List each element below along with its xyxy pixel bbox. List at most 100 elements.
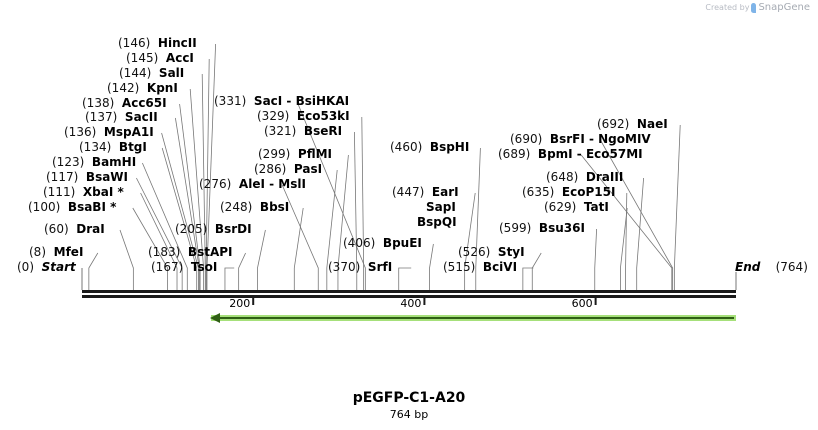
site-label[interactable]: SapI: [426, 200, 456, 214]
site-position: (248): [220, 200, 253, 214]
site-name: BstAPI: [187, 245, 233, 259]
site-name: AleI - MslI: [238, 177, 306, 191]
end-label: End (764): [735, 260, 808, 274]
map-title: pEGFP-C1-A20: [352, 390, 466, 406]
end-name: End: [735, 260, 761, 274]
start-name: Start: [41, 260, 76, 274]
site-name: BciVI: [482, 260, 518, 274]
site-position: (370): [328, 260, 361, 274]
site-position: (117): [46, 170, 79, 184]
site-position: (111): [43, 185, 76, 199]
site-label[interactable]: (515) BciVI: [443, 260, 517, 274]
site-position: (183): [148, 245, 181, 259]
map-length: 764 bp: [389, 408, 429, 421]
site-name: Eco53kI: [296, 109, 350, 123]
site-name: HincII: [157, 36, 197, 50]
site-position: (276): [199, 177, 232, 191]
site-name: BpuEI: [382, 236, 422, 250]
site-name: SrfI: [367, 260, 393, 274]
site-label[interactable]: (111) XbaI *: [43, 185, 124, 199]
scale-ticks: [252, 298, 597, 305]
site-label[interactable]: (117) BsaWI: [46, 170, 128, 184]
site-name: SapI: [426, 200, 456, 214]
site-name: SacI - BsiHKAI: [253, 94, 350, 108]
site-position: (526): [458, 245, 491, 259]
site-name: BseRI: [303, 124, 343, 138]
site-name: DraIII: [585, 170, 624, 184]
site-name: BtgI: [118, 140, 147, 154]
site-label[interactable]: (142) KpnI: [107, 81, 178, 95]
site-name: BspHI: [429, 140, 470, 154]
site-label[interactable]: (136) MspA1I: [64, 125, 154, 139]
site-label[interactable]: (134) BtgI: [79, 140, 147, 154]
site-label[interactable]: (692) NaeI: [597, 117, 668, 131]
site-position: (134): [79, 140, 112, 154]
backbone: [82, 290, 736, 298]
site-label[interactable]: (183) BstAPI: [148, 245, 233, 259]
site-label[interactable]: (526) StyI: [458, 245, 525, 259]
site-label[interactable]: (599) Bsu36I: [499, 221, 585, 235]
site-position: (299): [258, 147, 291, 161]
site-label[interactable]: (60) DraI: [44, 222, 105, 236]
site-label[interactable]: (460) BspHI: [390, 140, 469, 154]
site-label[interactable]: (137) SacII: [85, 110, 158, 124]
site-position: (406): [343, 236, 376, 250]
site-name: BsrDI: [214, 222, 252, 236]
site-label[interactable]: (447) EarI: [392, 185, 459, 199]
site-label[interactable]: (286) PasI: [254, 162, 322, 176]
site-label[interactable]: (276) AleI - MslI: [199, 177, 306, 191]
site-label[interactable]: (370) SrfI: [328, 260, 392, 274]
site-name: BamHI: [91, 155, 137, 169]
site-name: PflMI: [297, 147, 333, 161]
site-label[interactable]: (8) MfeI: [29, 245, 83, 259]
site-label[interactable]: (205) BsrDI: [175, 222, 252, 236]
credit-brand: SnapGene: [758, 2, 810, 13]
site-position: (60): [44, 222, 69, 236]
site-position: (692): [597, 117, 630, 131]
site-position: (460): [390, 140, 423, 154]
site-label[interactable]: (146) HincII: [118, 36, 197, 50]
site-position: (648): [546, 170, 579, 184]
site-label[interactable]: (123) BamHI: [52, 155, 136, 169]
site-label[interactable]: (321) BseRI: [264, 124, 342, 138]
site-label[interactable]: (248) BbsI: [220, 200, 289, 214]
site-label[interactable]: (138) Acc65I: [82, 96, 167, 110]
site-name: BbsI: [259, 200, 290, 214]
site-name: SacII: [124, 110, 158, 124]
site-position: (145): [126, 51, 159, 65]
site-position: (146): [118, 36, 151, 50]
site-name: NaeI: [636, 117, 668, 131]
site-label[interactable]: (299) PflMI: [258, 147, 332, 161]
feature-arrow: [210, 313, 736, 323]
site-label[interactable]: (144) SalI: [119, 66, 184, 80]
site-label[interactable]: (690) BsrFI - NgoMIV: [510, 132, 651, 146]
site-label[interactable]: (629) TatI: [544, 200, 609, 214]
site-label[interactable]: (331) SacI - BsiHKAI: [214, 94, 349, 108]
site-label[interactable]: BspQI: [417, 215, 457, 229]
site-position: (137): [85, 110, 118, 124]
site-position: (142): [107, 81, 140, 95]
snapgene-logo-icon: [751, 2, 757, 13]
site-position: (321): [264, 124, 297, 138]
site-position: (690): [510, 132, 543, 146]
site-position: (599): [499, 221, 532, 235]
site-label[interactable]: (329) Eco53kI: [257, 109, 350, 123]
scale-tick-label: 600: [571, 297, 593, 310]
site-label[interactable]: (406) BpuEI: [343, 236, 422, 250]
scale-tick-label: 400: [400, 297, 422, 310]
site-leader-lines: [81, 43, 737, 290]
start-label: (0) Start: [17, 260, 76, 274]
site-name: BpmI - Eco57MI: [537, 147, 643, 161]
scale-tick-label: 200: [229, 297, 251, 310]
site-label[interactable]: (145) AccI: [126, 51, 194, 65]
site-label[interactable]: (648) DraIII: [546, 170, 623, 184]
site-label[interactable]: (100) BsaBI *: [28, 200, 116, 214]
site-label[interactable]: (167) TsoI: [151, 260, 217, 274]
site-name: MspA1I: [103, 125, 154, 139]
site-label[interactable]: (689) BpmI - Eco57MI: [498, 147, 643, 161]
site-label[interactable]: (635) EcoP15I: [522, 185, 615, 199]
site-name: TatI: [583, 200, 609, 214]
site-name: TsoI: [190, 260, 218, 274]
site-name: KpnI: [146, 81, 178, 95]
